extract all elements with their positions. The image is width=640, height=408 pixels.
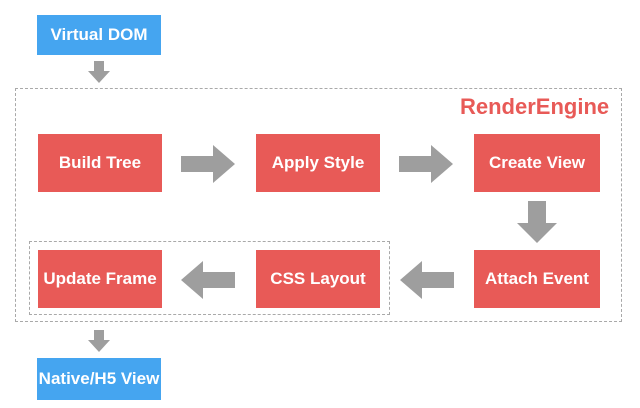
attach-event-step: Attach Event [474,250,600,308]
update-frame-label: Update Frame [43,269,157,288]
create-view-label: Create View [488,153,586,172]
arrow-right-icon [399,145,453,183]
build-tree-label: Build Tree [58,153,142,172]
update-frame-step: Update Frame [38,250,162,308]
css-layout-step: CSS Layout [256,250,380,308]
arrow-right-icon [181,145,235,183]
virtual-dom-label: Virtual DOM [50,25,148,44]
layout-group-frame [29,241,390,315]
build-tree-step: Build Tree [38,134,162,192]
apply-style-step: Apply Style [256,134,380,192]
attach-event-label: Attach Event [485,269,589,288]
arrow-down-icon [88,330,110,352]
render-engine-frame [15,88,622,322]
native-h5-view-label: Native/H5 View [38,369,160,388]
arrow-down-icon [88,61,110,83]
apply-style-label: Apply Style [271,153,365,172]
create-view-step: Create View [474,134,600,192]
render-engine-title: RenderEngine [460,94,610,119]
native-h5-view-box: Native/H5 View [37,358,161,400]
css-layout-label: CSS Layout [270,269,366,288]
arrow-down-icon [517,201,557,243]
arrow-left-icon [400,261,454,299]
arrow-left-icon [181,261,235,299]
virtual-dom-box: Virtual DOM [37,15,161,55]
